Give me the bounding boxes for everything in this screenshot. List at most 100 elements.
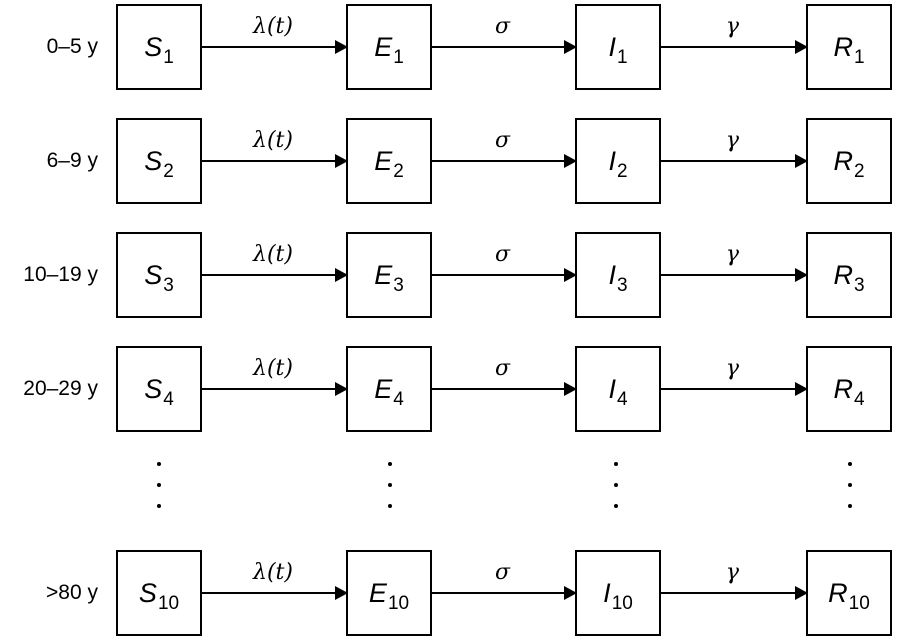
compartment-letter: S xyxy=(144,259,163,290)
infection-arrow xyxy=(200,154,348,168)
infection-arrow xyxy=(200,586,348,600)
compartment-subscript: 10 xyxy=(611,593,633,614)
infection-rate-label: λ(t) xyxy=(253,560,293,585)
vertical-ellipsis-infectious xyxy=(611,462,621,512)
age-label: 0–5 y xyxy=(46,35,98,58)
recovery-arrow xyxy=(659,382,808,396)
compartment-letter: R xyxy=(828,577,848,608)
recovery-rate-label: γ xyxy=(725,14,740,39)
compartment-letter: I xyxy=(603,577,611,608)
incubation-rate-label: σ xyxy=(494,128,511,153)
compartment-letter: E xyxy=(374,259,393,290)
vertical-ellipsis-recovered xyxy=(845,462,855,512)
recovery-arrow xyxy=(659,586,808,600)
infection-rate-label: λ(t) xyxy=(253,128,293,153)
compartment-subscript: 2 xyxy=(393,161,404,182)
incubation-rate-label: σ xyxy=(494,242,511,267)
recovery-arrow xyxy=(659,40,808,54)
compartment-letter: E xyxy=(368,577,387,608)
compartment-letter: S xyxy=(144,145,163,176)
compartment-letter: I xyxy=(608,373,616,404)
infection-arrow xyxy=(200,382,348,396)
incubation-rate-label: σ xyxy=(494,14,511,39)
incubation-arrow xyxy=(430,154,577,168)
incubation-arrow xyxy=(430,40,577,54)
compartment-subscript: 3 xyxy=(393,275,404,296)
infection-rate-label: λ(t) xyxy=(253,356,293,381)
compartment-subscript: 2 xyxy=(163,161,174,182)
compartment-letter: S xyxy=(144,31,163,62)
compartment-subscript: 10 xyxy=(157,593,180,614)
compartment-subscript: 3 xyxy=(853,275,865,296)
compartment-letter: I xyxy=(608,145,616,176)
infection-arrow xyxy=(200,268,348,282)
recovery-arrow xyxy=(659,154,808,168)
compartment-subscript: 1 xyxy=(393,47,404,68)
compartment-subscript: 10 xyxy=(387,593,410,614)
compartment-letter: I xyxy=(608,31,616,62)
compartment-subscript: 2 xyxy=(616,161,628,182)
incubation-arrow xyxy=(430,268,577,282)
recovery-arrow xyxy=(659,268,808,282)
recovery-rate-label: γ xyxy=(725,128,740,153)
age-label: 20–29 y xyxy=(23,377,98,400)
recovery-rate-label: γ xyxy=(725,560,740,585)
compartment-subscript: 10 xyxy=(848,593,870,614)
compartment-letter: E xyxy=(374,145,393,176)
compartment-subscript: 2 xyxy=(853,161,865,182)
infection-rate-label: λ(t) xyxy=(253,242,293,267)
age-label: 10–19 y xyxy=(23,263,98,286)
compartment-letter: I xyxy=(608,259,616,290)
incubation-arrow xyxy=(430,586,577,600)
compartment-subscript: 4 xyxy=(163,389,174,410)
compartment-letter: R xyxy=(833,373,853,404)
infection-rate-label: λ(t) xyxy=(253,14,293,39)
compartment-letter: S xyxy=(144,373,163,404)
recovery-rate-label: γ xyxy=(725,356,740,381)
incubation-rate-label: σ xyxy=(494,560,511,585)
compartment-letter: E xyxy=(374,31,393,62)
age-label: >80 y xyxy=(46,581,98,604)
compartment-subscript: 1 xyxy=(616,47,628,68)
compartment-subscript: 4 xyxy=(616,389,628,410)
vertical-ellipsis-exposed xyxy=(385,462,395,512)
recovery-rate-label: γ xyxy=(725,242,740,267)
compartment-subscript: 4 xyxy=(393,389,404,410)
compartment-letter: R xyxy=(833,31,853,62)
compartment-letter: R xyxy=(833,259,853,290)
incubation-rate-label: σ xyxy=(494,356,511,381)
compartment-subscript: 3 xyxy=(163,275,174,296)
compartment-subscript: 1 xyxy=(853,47,865,68)
compartment-subscript: 3 xyxy=(616,275,628,296)
compartment-subscript: 1 xyxy=(163,47,174,68)
compartment-subscript: 4 xyxy=(853,389,865,410)
compartment-letter: S xyxy=(138,577,157,608)
age-label: 6–9 y xyxy=(46,149,98,172)
infection-arrow xyxy=(200,40,348,54)
